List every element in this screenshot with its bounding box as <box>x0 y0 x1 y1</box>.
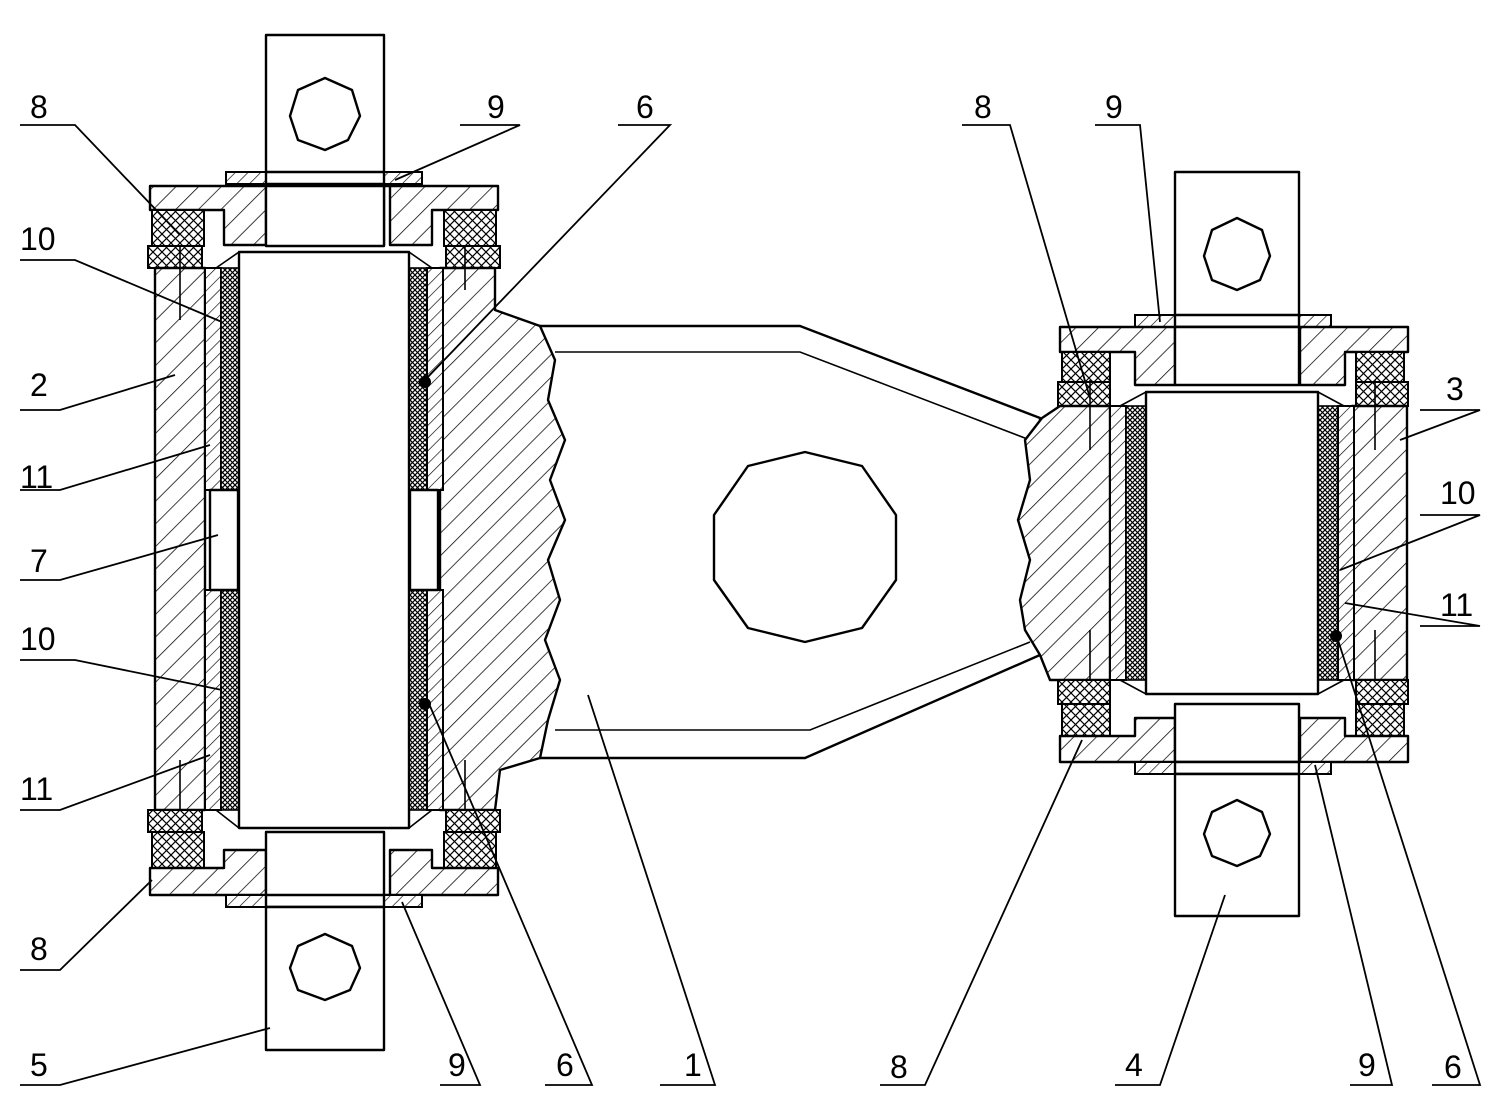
label-5: 5 <box>30 1047 48 1083</box>
label-6-bottom-left: 6 <box>556 1047 574 1083</box>
label-11-upper-left: 11 <box>20 459 53 495</box>
label-9-top-right: 9 <box>1105 89 1123 125</box>
right-bottom-plate <box>1173 772 1301 918</box>
label-10-right: 10 <box>1440 475 1476 511</box>
left-bottom-bolt <box>288 932 362 1002</box>
link-arm <box>538 324 1042 760</box>
label-7: 7 <box>30 543 48 579</box>
right-assembly <box>1016 170 1410 918</box>
label-8-bottom-left: 8 <box>30 931 48 967</box>
right-pin <box>1144 390 1320 696</box>
label-8-top-right: 8 <box>974 89 992 125</box>
link-center-hole <box>712 450 898 644</box>
right-housing-left-wall <box>1016 404 1112 682</box>
left-top-bolt <box>288 76 362 152</box>
left-pin <box>237 250 411 830</box>
right-housing-right-wall <box>1350 404 1409 682</box>
label-2: 2 <box>30 367 48 403</box>
label-9-top-left: 9 <box>487 89 505 125</box>
label-10-lower-left: 10 <box>20 621 56 657</box>
label-11-lower-left: 11 <box>20 771 53 807</box>
label-11-right: 11 <box>1440 587 1473 623</box>
label-6-bottom-right: 6 <box>1444 1049 1462 1085</box>
label-10-upper-left: 10 <box>20 221 56 257</box>
label-6-top-left: 6 <box>636 89 654 125</box>
label-9-bottom-right: 9 <box>1358 1047 1376 1083</box>
label-8-top-left: 8 <box>30 89 48 125</box>
label-3: 3 <box>1446 371 1464 407</box>
left-assembly <box>147 33 567 1052</box>
left-housing-wall <box>153 266 207 812</box>
left-housing-right-wall <box>438 266 567 812</box>
right-bottom-bolt <box>1202 798 1272 868</box>
label-4: 4 <box>1125 1047 1143 1083</box>
leader-lines <box>20 124 1482 1086</box>
right-top-bolt <box>1202 216 1272 292</box>
label-1: 1 <box>684 1047 702 1083</box>
part-labels: 8 9 6 10 2 11 7 10 11 8 5 9 6 1 8 9 3 10… <box>20 89 1476 1085</box>
label-9-bottom-left: 9 <box>448 1047 466 1083</box>
label-8-bottom-right: 8 <box>890 1049 908 1085</box>
